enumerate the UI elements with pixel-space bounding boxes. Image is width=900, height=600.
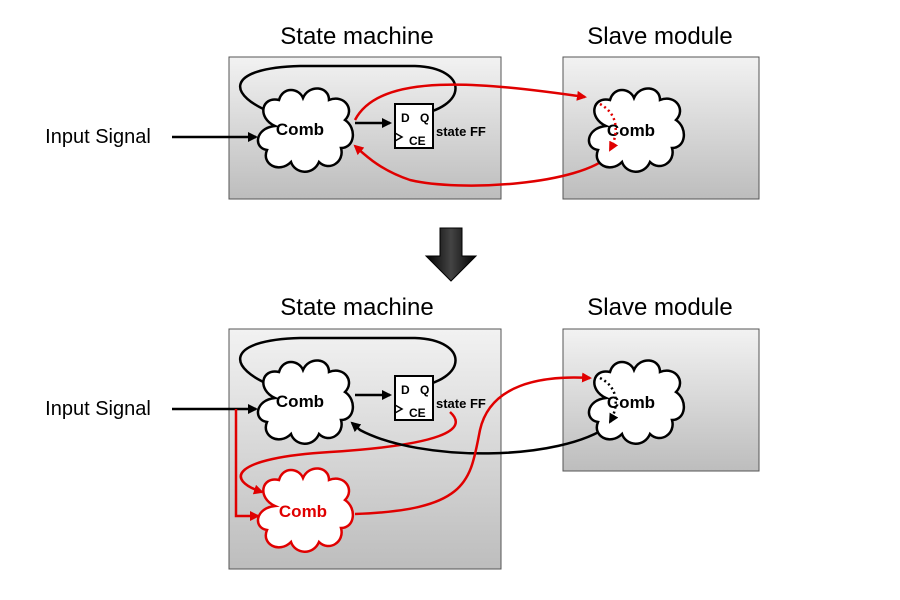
red-input-branch-arrow: [234, 409, 260, 521]
red-request-arrow: [354, 372, 592, 516]
ff-q-pin: Q: [420, 111, 429, 125]
black-response-arrow: [350, 421, 611, 455]
red-ff-to-extra-comb-arrow: [239, 411, 457, 495]
ff-d-pin: D: [401, 383, 410, 397]
comb-slave-label: Comb: [607, 393, 655, 412]
red-slave-internal-path: [599, 102, 619, 152]
ff-ce-pin: CE: [409, 406, 426, 420]
state-loop-arrow: [238, 336, 457, 389]
state-machine-title: State machine: [280, 294, 433, 321]
bottom-diagram: State machine Slave module Input Signal …: [45, 294, 760, 570]
state-loop-arrow: [238, 64, 457, 117]
black-slave-internal-path: [599, 376, 619, 424]
red-request-arrow: [353, 83, 587, 121]
slave-module-title: Slave module: [587, 23, 732, 50]
comb-main-label: Comb: [276, 120, 324, 139]
slave-module-title: Slave module: [587, 294, 732, 321]
red-response-arrow: [353, 144, 611, 187]
ff-ce-pin: CE: [409, 134, 426, 148]
top-diagram: State machine Slave module Input Signal …: [45, 23, 760, 200]
state-ff: D Q CE: [394, 103, 434, 149]
input-signal-label: Input Signal: [45, 398, 151, 420]
comb-slave-label: Comb: [607, 121, 655, 140]
state-machine-title: State machine: [280, 23, 433, 50]
ff-d-pin: D: [401, 111, 410, 125]
down-arrow-icon: [424, 227, 478, 282]
state-ff: D Q CE: [394, 375, 434, 421]
ff-q-pin: Q: [420, 383, 429, 397]
state-ff-label: state FF: [436, 396, 486, 411]
input-signal-label: Input Signal: [45, 126, 151, 148]
comb-main-label: Comb: [276, 392, 324, 411]
state-ff-label: state FF: [436, 124, 486, 139]
comb-extra-label: Comb: [279, 502, 327, 521]
